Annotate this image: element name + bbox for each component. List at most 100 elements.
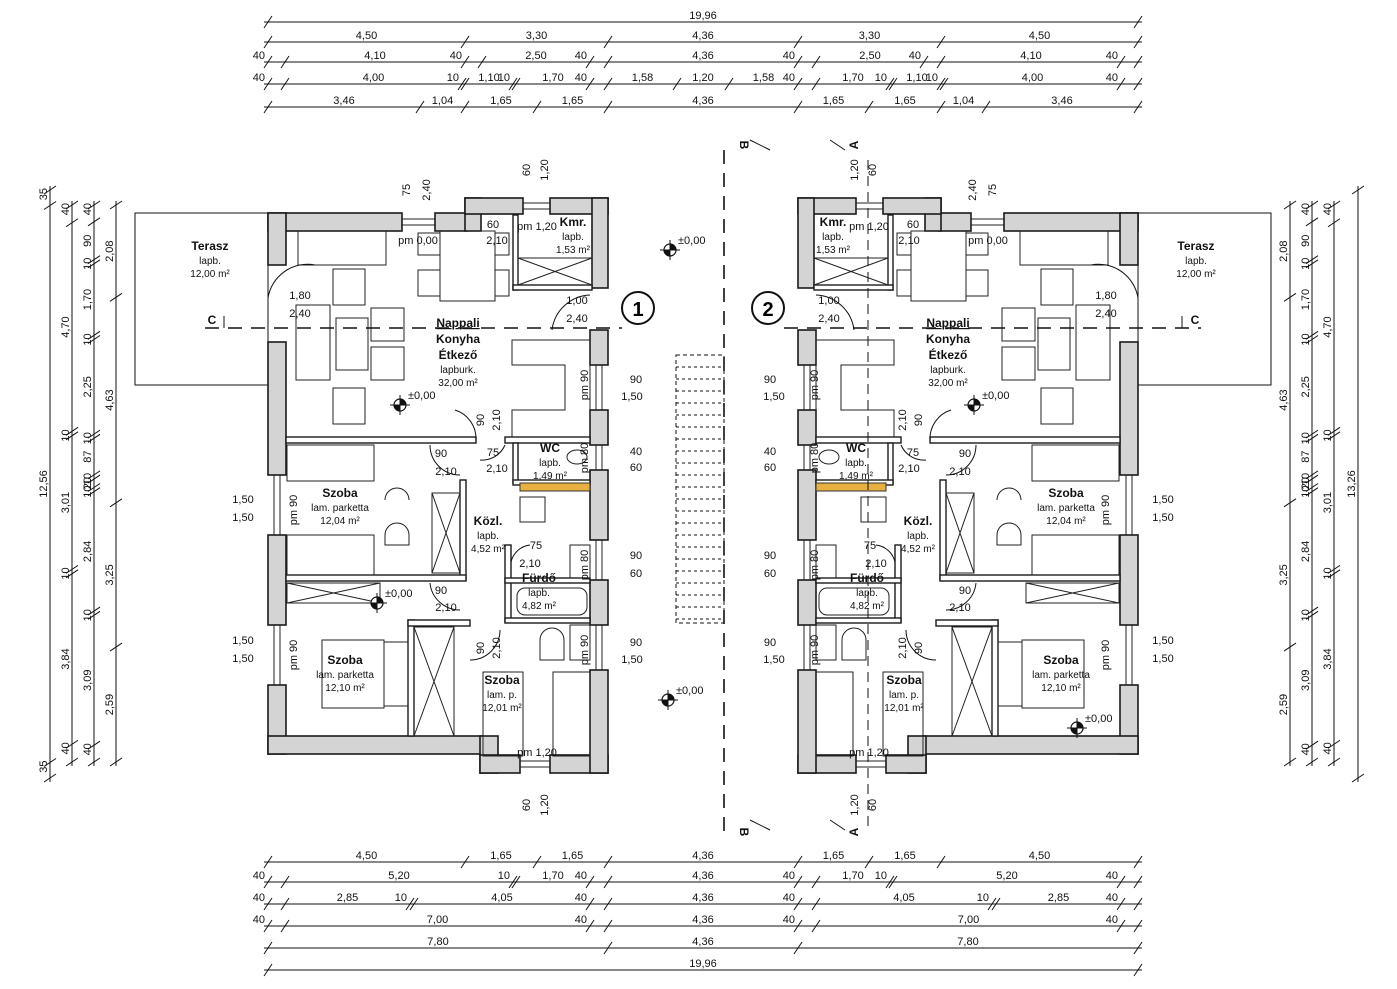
dimension-tick — [793, 875, 803, 889]
dimension-tick — [1133, 15, 1143, 29]
dimension-label: 12,56 — [38, 470, 50, 498]
opening-dimension-label: 1,50 — [232, 494, 253, 506]
room-floor-nappali: lapburk. — [930, 365, 966, 376]
opening-dimension-label: 60 — [521, 799, 533, 811]
opening-dimension-label: pm 90 — [288, 495, 300, 526]
unit-1-plan — [134, 197, 609, 774]
room-name-szoba: Szoba — [1043, 653, 1079, 667]
dimension-label: 7,80 — [957, 936, 978, 948]
dimension-label: 40 — [783, 870, 795, 882]
dimension-tick — [793, 897, 803, 911]
opening-dimension-label: pm 80 — [579, 443, 591, 474]
dimension-label: 4,36 — [692, 936, 713, 948]
opening-dimension-label: 2,10 — [949, 602, 970, 614]
dimension-label: 4,50 — [356, 850, 377, 862]
room-area-szoba: 12,01 m² — [482, 703, 522, 714]
room-area-kzl: 4,52 m² — [471, 544, 506, 555]
dimension-tick — [65, 739, 79, 749]
room-area-szoba: 12,04 m² — [320, 516, 360, 527]
dimension-tick — [263, 897, 273, 911]
dimension-label: 40 — [60, 742, 72, 754]
dimension-label: 10 — [1300, 473, 1312, 485]
opening-dimension-label: pm 80 — [579, 550, 591, 581]
dimension-label: 2,59 — [104, 694, 116, 715]
room-area-szoba: 12,01 m² — [884, 703, 924, 714]
dimension-tick — [1305, 610, 1319, 620]
dimension-tick — [1133, 77, 1143, 91]
room-name-terasz: Terasz — [191, 239, 228, 253]
dimension-tick — [43, 773, 57, 783]
room-floor-terasz: lapb. — [199, 256, 221, 267]
dimension-tick — [1116, 875, 1126, 889]
opening-dimension-label: 1,50 — [763, 654, 784, 666]
dimension-tick — [885, 77, 895, 91]
dimension-tick — [65, 757, 79, 767]
dimension-label: 3,25 — [104, 564, 116, 585]
dimension-label: 10 — [875, 870, 887, 882]
dimension-tick — [460, 855, 470, 869]
dimension-tick — [1305, 487, 1319, 497]
dimension-label: 10 — [1300, 333, 1312, 345]
room-area-szoba: 12,10 m² — [1041, 683, 1081, 694]
section-label-c-right: C — [1191, 313, 1200, 327]
dimension-label: 4,36 — [692, 50, 713, 62]
dimension-tick — [263, 855, 273, 869]
dimension-label: 1,65 — [894, 850, 915, 862]
dimension-tick — [532, 100, 542, 114]
dimension-tick — [87, 217, 101, 227]
dimension-tick — [811, 55, 821, 69]
dimension-tick — [280, 55, 290, 69]
room-area-nappali: 32,00 m² — [438, 378, 478, 389]
dimension-tick — [109, 757, 123, 767]
dimension-label: 3,46 — [333, 95, 354, 107]
dimension-tick — [1305, 429, 1319, 439]
dimension-tick — [1351, 773, 1365, 783]
dimension-label: 40 — [1300, 743, 1312, 755]
dimension-tick — [888, 875, 898, 889]
dimension-tick — [1305, 217, 1319, 227]
dimension-tick — [1283, 200, 1297, 210]
dimension-tick — [811, 77, 821, 91]
dimension-label: 4,36 — [692, 870, 713, 882]
section-label-b-top: B — [737, 141, 751, 150]
opening-dimension-label: 60 — [907, 219, 919, 231]
staircase — [675, 354, 725, 624]
dimension-tick — [939, 77, 949, 91]
dimension-label: 2,50 — [859, 50, 880, 62]
level-marker-cross — [367, 593, 387, 613]
dimension-tick — [793, 35, 803, 49]
opening-dimension-label: 1,20 — [539, 794, 551, 815]
dimension-label: 40 — [783, 914, 795, 926]
room-name-wc: WC — [846, 441, 866, 455]
dimension-label: 10 — [82, 609, 94, 621]
dimension-tick — [793, 941, 803, 955]
section-label-a-top: A — [847, 140, 861, 149]
dimension-label: 87 — [82, 450, 94, 462]
dimension-tick — [603, 897, 613, 911]
opening-dimension-label: 90 — [435, 585, 447, 597]
dimension-tick — [936, 100, 946, 114]
level-marker-label: ±0,00 — [678, 235, 705, 247]
opening-dimension-label: 60 — [630, 462, 642, 474]
dimension-tick — [1116, 897, 1126, 911]
dimension-label: 7,00 — [958, 914, 979, 926]
dimension-tick — [87, 200, 101, 210]
dimension-tick — [263, 77, 273, 91]
dimension-label: 2,08 — [104, 240, 116, 261]
dimension-label: 4,00 — [1022, 72, 1043, 84]
dimension-label: 10 — [82, 333, 94, 345]
dimension-label: 4,10 — [364, 50, 385, 62]
dimension-tick — [263, 100, 273, 114]
dimension-label: 40 — [909, 50, 921, 62]
dimension-tick — [409, 897, 419, 911]
dimension-label: 10 — [1322, 567, 1334, 579]
dimension-label: 20 — [1300, 477, 1312, 489]
dimension-tick — [1305, 606, 1319, 616]
dimension-label: 40 — [253, 50, 265, 62]
dimension-tick — [936, 35, 946, 49]
dimension-tick — [793, 55, 803, 69]
dimension-label: 10 — [395, 892, 407, 904]
dimension-label: 4,10 — [1020, 50, 1041, 62]
opening-dimension-label: 90 — [764, 374, 776, 386]
